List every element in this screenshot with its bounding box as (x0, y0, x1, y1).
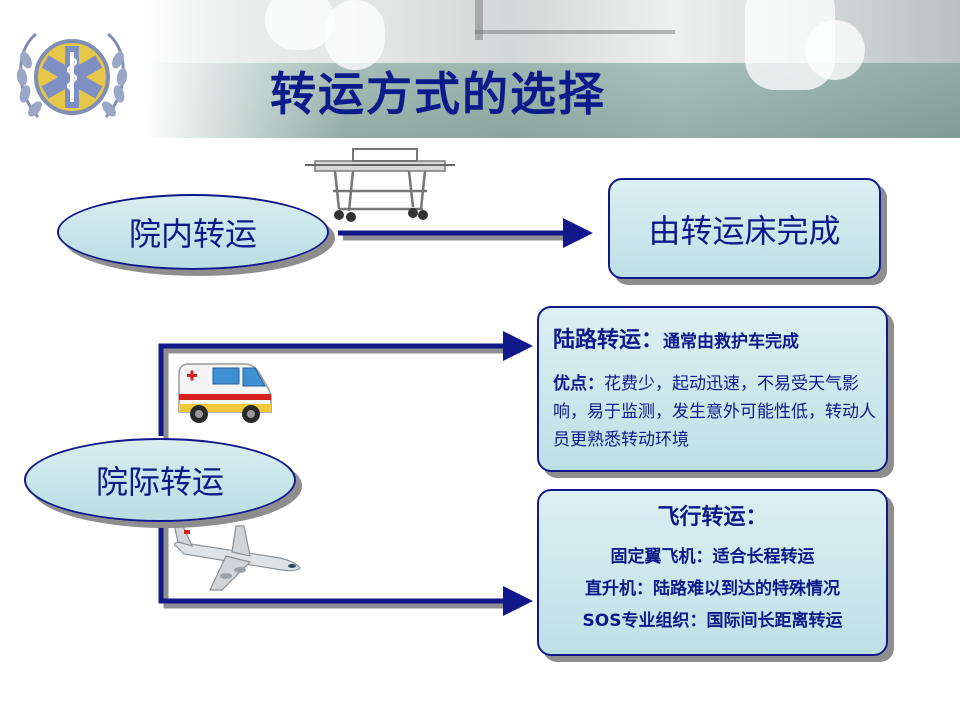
land-transfer-heading: 陆路转运：通常由救护车完成 (553, 322, 876, 354)
header-fade (145, 0, 345, 138)
inner-transfer-oval: 院内转运 (57, 194, 329, 270)
arrow-inter-to-land (158, 331, 533, 436)
stretcher-icon (305, 148, 455, 222)
bed-result-box: 由转运床完成 (608, 178, 881, 279)
land-advantages-text: 花费少，起动迅速，不易受天气影响，易于监测，发生意外可能性低，转动人员更熟悉转动… (553, 374, 876, 450)
land-transfer-title: 陆路转运： (553, 327, 664, 353)
air-transfer-box: 飞行转运： 固定翼飞机：适合长程转运 直升机：陆路难以到达的特殊情况 SOS专业… (537, 489, 888, 656)
inner-transfer-label: 院内转运 (128, 215, 257, 253)
land-advantages-label: 优点： (553, 374, 604, 394)
land-transfer-box: 陆路转运：通常由救护车完成 优点：花费少，起动迅速，不易受天气影响，易于监测，发… (537, 306, 888, 472)
page-title: 转运方式的选择 (270, 67, 606, 121)
air-transfer-title: 飞行转运： (657, 504, 768, 530)
airplane-icon (173, 523, 301, 591)
inter-transfer-label: 院际转运 (95, 463, 224, 501)
land-transfer-subtitle: 通常由救护车完成 (663, 332, 800, 352)
ambulance-icon (178, 363, 272, 423)
air-line-fixed-wing: 固定翼飞机：适合长程转运 (610, 547, 815, 567)
land-advantages: 优点：花费少，起动迅速，不易受天气影响，易于监测，发生意外可能性低，转动人员更熟… (553, 370, 876, 454)
air-line-helicopter: 直升机：陆路难以到达的特殊情况 (585, 579, 840, 599)
arrow-inter-to-air (158, 519, 533, 616)
air-line-sos: SOS专业组织：国际间长距离转运 (582, 611, 843, 631)
header-photo (145, 0, 960, 138)
bed-result-text: 由转运床完成 (648, 211, 841, 250)
medical-emblem-icon (16, 32, 128, 118)
inter-transfer-oval: 院际转运 (24, 438, 296, 522)
